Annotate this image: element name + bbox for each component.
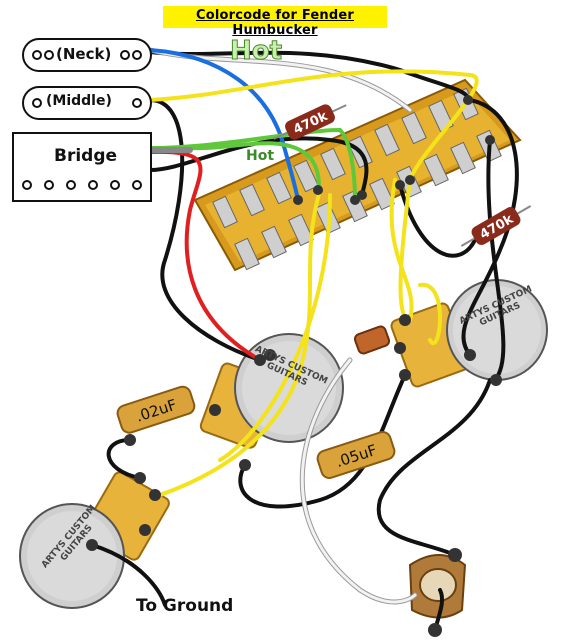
- pole-dot: [132, 50, 142, 60]
- pole-dot: [132, 98, 142, 108]
- pole-dot: [120, 50, 130, 60]
- wire-yellow: [218, 193, 332, 462]
- wire-black: [148, 50, 470, 102]
- page-title: Colorcode for Fender Humbucker: [195, 8, 355, 38]
- wire-yellow: [158, 188, 322, 497]
- pickup-middle-label: (Middle): [46, 93, 112, 109]
- pole-dot: [32, 98, 42, 108]
- five-way-switch: [193, 78, 522, 272]
- wire-yellow: [389, 178, 414, 322]
- pole-dot: [66, 180, 76, 190]
- wire-black: [486, 138, 506, 382]
- pole-dot: [110, 180, 120, 190]
- wire-blue: [148, 48, 300, 202]
- wire-yellow: [418, 282, 442, 346]
- wire-black: [376, 378, 492, 557]
- resistor-right: 470k: [460, 205, 532, 247]
- solder-joints: [86, 95, 502, 637]
- pole-dot: [88, 180, 98, 190]
- pickup-neck-label: (Neck): [56, 45, 112, 63]
- wire-black: [148, 136, 369, 197]
- pole-dot: [44, 50, 54, 60]
- wire-green: [188, 141, 321, 192]
- wire-white: [300, 358, 417, 604]
- pickup-neck: (Neck): [22, 38, 152, 72]
- pot-tone-left: [19, 471, 170, 609]
- pickup-bridge-label: Bridge: [54, 146, 118, 166]
- hot-label-neck: Hot: [229, 36, 283, 67]
- wire-black: [106, 438, 142, 480]
- capacitor-small: [353, 325, 391, 355]
- wire-red: [148, 149, 262, 362]
- pickup-middle: (Middle): [22, 86, 152, 120]
- wire-black: [148, 98, 262, 362]
- wire-black: [461, 98, 519, 357]
- capacitor-right: .05uF: [316, 431, 396, 479]
- capacitor-left: .02uF: [116, 385, 196, 434]
- wire-black: [238, 373, 407, 509]
- pole-dot: [22, 180, 32, 190]
- pole-dot: [32, 50, 42, 60]
- output-jack: [408, 554, 467, 619]
- wire-green: [148, 127, 357, 202]
- pole-dot: [44, 180, 54, 190]
- title-banner: Colorcode for Fender Humbucker: [163, 6, 387, 38]
- pole-dot: [132, 180, 142, 190]
- ground-label: To Ground: [136, 596, 234, 616]
- wire-black: [90, 543, 167, 607]
- pickup-bridge: Bridge: [12, 132, 152, 202]
- hot-label-bridge: Hot: [246, 148, 275, 164]
